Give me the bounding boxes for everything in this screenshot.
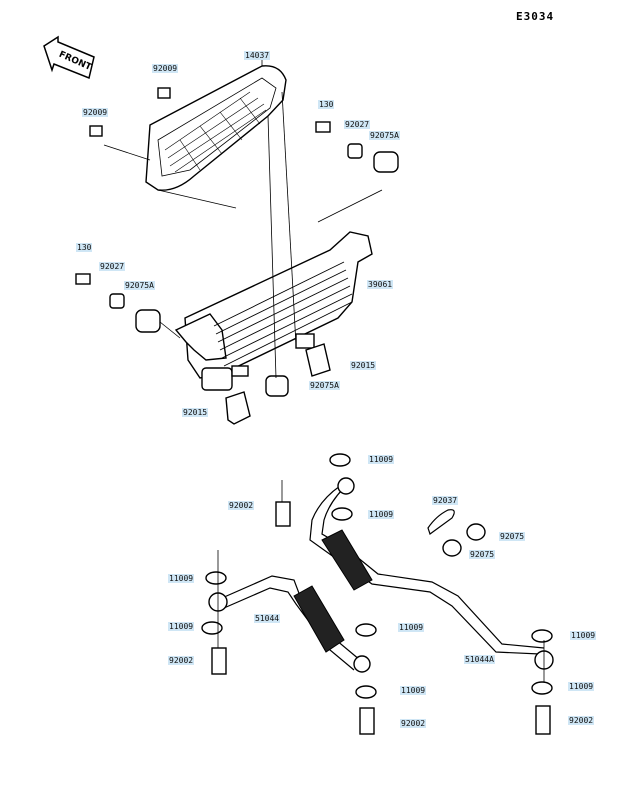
front-arrow-icon: FRONT [43, 35, 95, 80]
part-label[interactable]: 92075A [124, 281, 155, 290]
part-label[interactable]: 92002 [400, 719, 427, 728]
part-label[interactable]: 11009 [368, 510, 395, 519]
oil-hose-51044A [309, 477, 554, 670]
part-label[interactable]: 11009 [398, 623, 425, 632]
part-label[interactable]: 92075 [469, 550, 496, 559]
part-label[interactable]: 92075 [499, 532, 526, 541]
part-label[interactable]: 14037 [244, 51, 271, 60]
part-label[interactable]: 92075A [309, 381, 340, 390]
part-label[interactable]: 92037 [432, 496, 459, 505]
oil-hose-51044 [208, 575, 371, 673]
union-bolt-parts [211, 480, 551, 735]
part-label[interactable]: 92002 [568, 716, 595, 725]
part-label[interactable]: 11009 [570, 631, 597, 640]
part-label[interactable]: 92015 [350, 361, 377, 370]
part-label[interactable]: 92075A [369, 131, 400, 140]
oil-cooler-part [174, 231, 373, 391]
part-label[interactable]: 11009 [400, 686, 427, 695]
page-code: E3034 [516, 10, 555, 23]
part-label[interactable]: 11009 [168, 574, 195, 583]
part-label[interactable]: 92015 [182, 408, 209, 417]
part-label[interactable]: 51044A [464, 655, 495, 664]
part-label[interactable]: 130 [76, 243, 93, 252]
part-label[interactable]: 92002 [228, 501, 255, 510]
cooler-screen-part [145, 65, 287, 191]
part-label[interactable]: 51044 [254, 614, 281, 623]
part-label[interactable]: 92009 [152, 64, 179, 73]
leader-lines-upper [103, 58, 383, 379]
part-label[interactable]: 39061 [367, 280, 394, 289]
part-label[interactable]: 130 [318, 100, 335, 109]
part-label[interactable]: 11009 [168, 622, 195, 631]
part-label[interactable]: 11009 [368, 455, 395, 464]
grommet-parts [75, 87, 399, 425]
washer-parts [201, 453, 553, 699]
part-label[interactable]: 92027 [99, 262, 126, 271]
part-label[interactable]: 92002 [168, 656, 195, 665]
part-label[interactable]: 92009 [82, 108, 109, 117]
part-label[interactable]: 92027 [344, 120, 371, 129]
part-label[interactable]: 11009 [568, 682, 595, 691]
